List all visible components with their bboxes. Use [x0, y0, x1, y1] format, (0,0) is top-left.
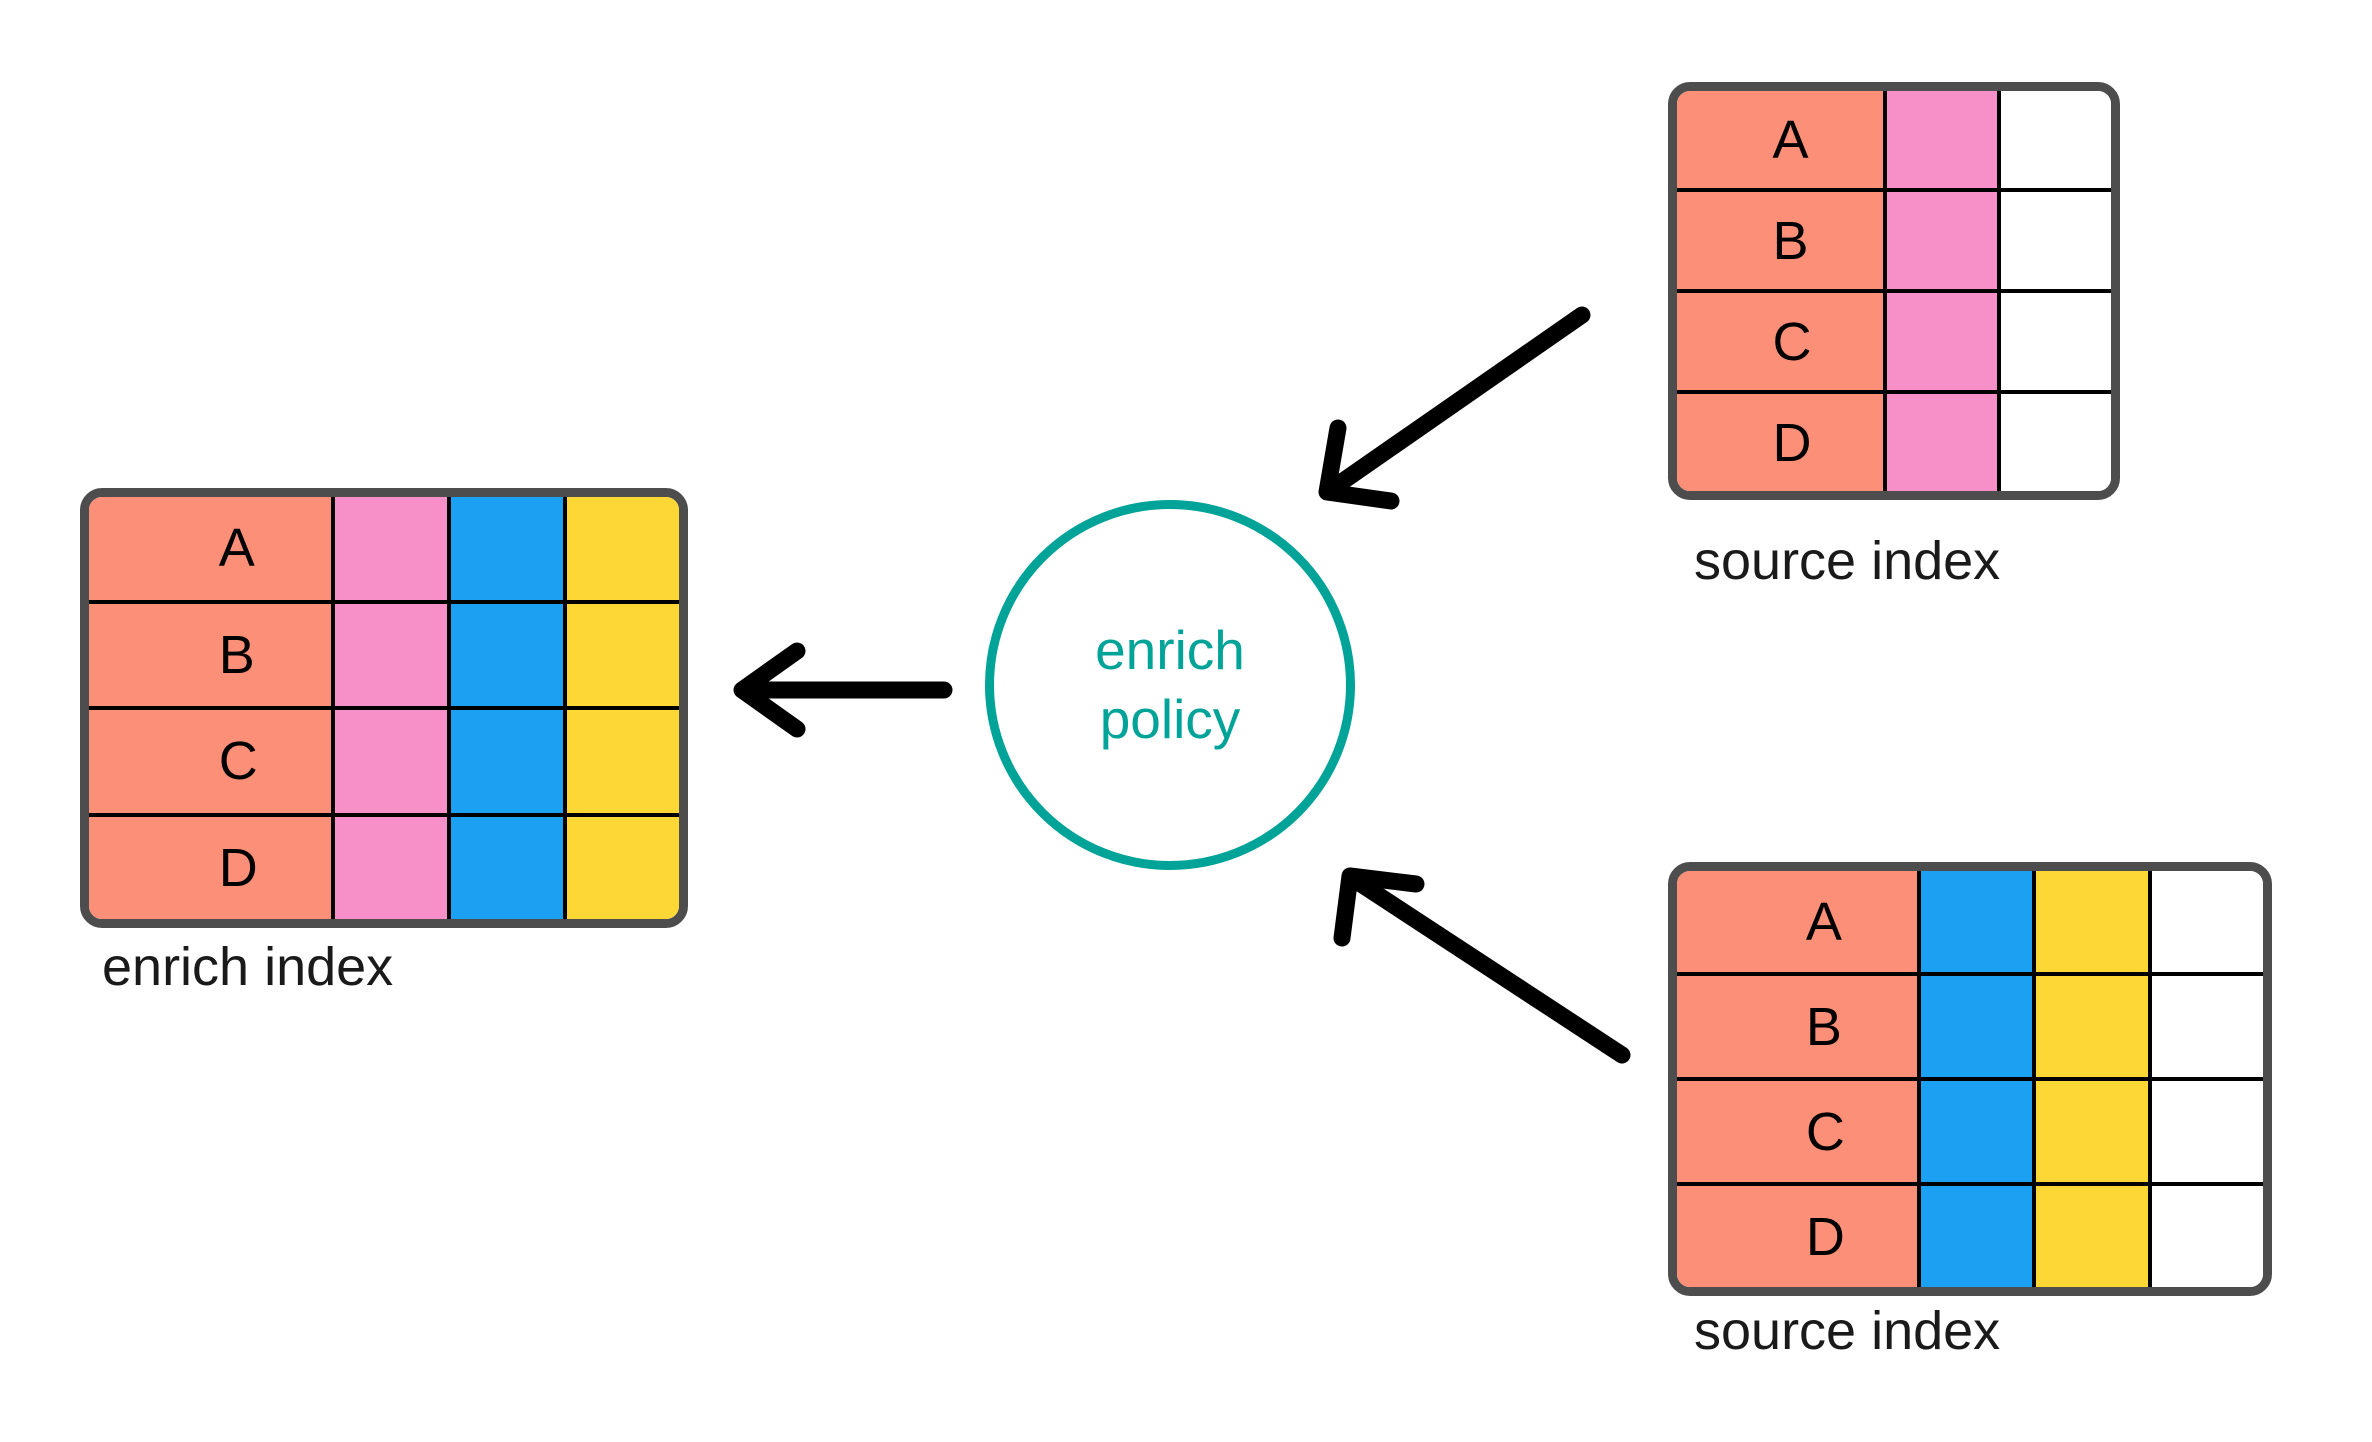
source-top-pink-cell-d: [1886, 394, 2001, 491]
source-bottom-key-cell-b: B: [1677, 976, 1922, 1077]
table-row: D: [89, 816, 679, 919]
source-top-empty-cell-c: [2000, 293, 2111, 390]
source-top-key-cell-a: A: [1677, 91, 1887, 188]
cell-key-label: C: [1772, 311, 1812, 372]
enrich-pink-cell-c: [334, 710, 451, 813]
source-bottom-key-cell-d: D: [1677, 1186, 1922, 1287]
cell-key-label: B: [1805, 996, 1842, 1057]
cell-key-label: D: [218, 837, 258, 898]
source-top-empty-cell-b: [2000, 192, 2111, 289]
cell-key-label: A: [218, 518, 255, 579]
source-bottom-blue-cell-a: [1921, 871, 2037, 972]
source-top-key-cell-d: D: [1677, 394, 1887, 491]
arrow-source-bottom-to-policy-icon: [1333, 867, 1631, 1064]
source-top-pink-cell-a: [1886, 91, 2001, 188]
enrich-key-cell-c: C: [89, 710, 335, 813]
enrich-policy-label-line1: enrich: [1095, 619, 1245, 682]
source-top-key-cell-b: B: [1677, 192, 1887, 289]
enrich-key-cell-d: D: [89, 816, 335, 919]
source-bottom-blue-cell-c: [1921, 1081, 2037, 1182]
cell-key-label: B: [1772, 210, 1809, 271]
source-bottom-empty-cell-d: [2151, 1186, 2263, 1287]
enrich-yellow-cell-b: [566, 603, 679, 706]
cell-key-label: D: [1772, 412, 1812, 473]
enrich-blue-cell-a: [450, 497, 567, 600]
enrich-policy-label-line2: policy: [1099, 688, 1241, 750]
enrich-pink-cell-b: [334, 603, 451, 706]
enrich-key-cell-a: A: [89, 497, 335, 600]
table-row: C: [89, 710, 679, 817]
table-row: C: [1677, 1081, 2263, 1186]
source-bottom-yellow-cell-b: [2036, 976, 2152, 1077]
cell-key-label: A: [1772, 109, 1809, 170]
source-top-empty-cell-a: [2000, 91, 2111, 188]
enrich-policy-node[interactable]: enrich policy: [985, 500, 1355, 870]
arrow-policy-to-enrich-index-icon: [733, 642, 953, 738]
table-row: D: [1677, 1186, 2263, 1287]
enrich-pink-cell-d: [334, 816, 451, 919]
source-bottom-yellow-cell-c: [2036, 1081, 2152, 1182]
source-top-empty-cell-d: [2000, 394, 2111, 491]
enrich-index-caption: enrich index: [102, 937, 394, 997]
enrich-yellow-cell-a: [566, 497, 679, 600]
cell-key-label: D: [1805, 1206, 1845, 1267]
table-row: B: [1677, 976, 2263, 1081]
source-bottom-empty-cell-a: [2151, 871, 2263, 972]
source-bottom-empty-cell-b: [2151, 976, 2263, 1077]
source-top-key-cell-c: C: [1677, 293, 1887, 390]
enrich-yellow-cell-d: [566, 816, 679, 919]
source-index-bottom-table: A B C D: [1668, 862, 2272, 1296]
source-bottom-key-cell-c: C: [1677, 1081, 1922, 1182]
table-row: C: [1677, 293, 2111, 394]
source-bottom-blue-cell-b: [1921, 976, 2037, 1077]
table-row: D: [1677, 394, 2111, 491]
cell-key-label: A: [1805, 891, 1842, 952]
cell-key-label: C: [1805, 1101, 1845, 1162]
source-top-pink-cell-c: [1886, 293, 2001, 390]
enrich-yellow-cell-c: [566, 710, 679, 813]
enrich-blue-cell-c: [450, 710, 567, 813]
table-row: B: [89, 603, 679, 710]
source-bottom-yellow-cell-d: [2036, 1186, 2152, 1287]
source-bottom-key-cell-a: A: [1677, 871, 1922, 972]
enrich-blue-cell-d: [450, 816, 567, 919]
source-bottom-yellow-cell-a: [2036, 871, 2152, 972]
enrich-index-table: A B C D: [80, 488, 688, 928]
cell-key-label: C: [218, 731, 258, 792]
source-index-top-table: A B C D: [1668, 82, 2120, 500]
source-bottom-empty-cell-c: [2151, 1081, 2263, 1182]
source-top-pink-cell-b: [1886, 192, 2001, 289]
source-bottom-blue-cell-d: [1921, 1186, 2037, 1287]
enrich-pink-cell-a: [334, 497, 451, 600]
enrich-key-cell-b: B: [89, 603, 335, 706]
enrich-blue-cell-b: [450, 603, 567, 706]
table-row: A: [89, 497, 679, 604]
arrow-source-top-to-policy-icon: [1318, 306, 1591, 510]
source-index-bottom-caption: source index: [1694, 1301, 2001, 1361]
source-index-top-caption: source index: [1694, 531, 2001, 591]
table-row: A: [1677, 871, 2263, 976]
cell-key-label: B: [218, 624, 255, 685]
table-row: B: [1677, 192, 2111, 293]
table-row: A: [1677, 91, 2111, 192]
